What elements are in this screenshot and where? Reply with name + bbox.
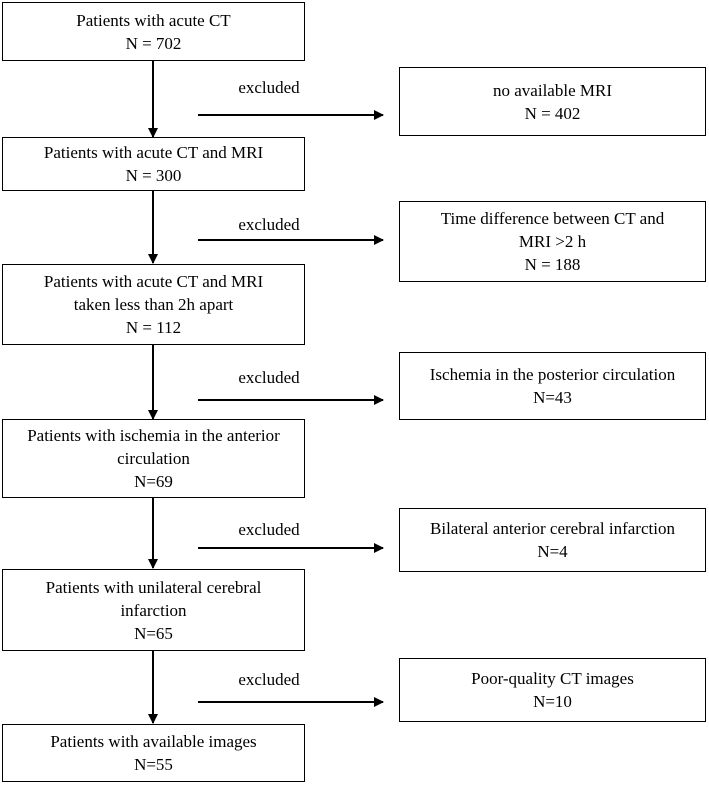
main-box-6: Patients with available images N=55 xyxy=(2,724,305,782)
main-box-6-line-1: Patients with available images xyxy=(50,732,257,751)
exclusion-box-2-line-2: MRI >2 h xyxy=(518,232,587,251)
main-box-1: Patients with acute CT N = 702 xyxy=(2,2,305,61)
main-box-4-line-3: N=69 xyxy=(134,472,173,491)
excluded-label-3: excluded xyxy=(238,368,300,387)
exclusion-box-1-line-1: no available MRI xyxy=(493,80,612,100)
main-box-3-line-1: Patients with acute CT and MRI xyxy=(43,272,264,291)
main-box-4: Patients with ischemia in the anterior c… xyxy=(2,419,305,498)
main-box-3: Patients with acute CT and MRI taken les… xyxy=(2,264,305,345)
main-box-2: Patients with acute CT and MRI N = 300 xyxy=(2,137,305,191)
excluded-label-1: excluded xyxy=(238,78,300,97)
exclusion-box-2-line-3: N = 188 xyxy=(524,255,581,274)
exclusion-box-4-line-2: N=4 xyxy=(537,542,568,561)
main-box-5: Patients with unilateral cerebral infarc… xyxy=(2,569,305,651)
exclusion-box-5-line-1: Poor-quality CT images xyxy=(471,669,634,688)
exclusion-box-3: Ischemia in the posterior circulation N=… xyxy=(399,352,706,420)
main-box-5-line-1: Patients with unilateral cerebral xyxy=(45,577,262,597)
main-box-1-line-1: Patients with acute CT xyxy=(76,10,231,30)
excluded-label-2: excluded xyxy=(238,215,300,234)
main-box-5-line-3: N=65 xyxy=(134,623,173,643)
main-box-3-line-2: taken less than 2h apart xyxy=(73,295,234,314)
exclusion-box-3-line-2: N=43 xyxy=(533,388,572,407)
main-box-6-line-2: N=55 xyxy=(134,755,173,774)
exclusion-box-1-line-2: N = 402 xyxy=(524,103,581,123)
exclusion-box-4: Bilateral anterior cerebral infarction N… xyxy=(399,508,706,572)
main-box-4-line-2: circulation xyxy=(117,449,190,468)
main-box-4-line-1: Patients with ischemia in the anterior xyxy=(27,426,280,445)
exclusion-box-1: no available MRI N = 402 xyxy=(399,67,706,136)
exclusion-box-3-line-1: Ischemia in the posterior circulation xyxy=(429,365,676,384)
main-box-5-line-2: infarction xyxy=(120,600,187,620)
main-box-2-line-2: N = 300 xyxy=(125,166,182,185)
main-box-2-line-1: Patients with acute CT and MRI xyxy=(43,143,264,162)
excluded-label-4: excluded xyxy=(238,520,300,539)
main-box-1-line-2: N = 702 xyxy=(125,33,182,53)
excluded-label-5: excluded xyxy=(238,670,300,689)
main-box-3-line-3: N = 112 xyxy=(125,318,182,337)
exclusion-box-2-line-1: Time difference between CT and xyxy=(440,209,665,228)
exclusion-box-5: Poor-quality CT images N=10 xyxy=(399,658,706,722)
exclusion-box-4-line-1: Bilateral anterior cerebral infarction xyxy=(430,519,675,538)
exclusion-box-5-line-2: N=10 xyxy=(533,692,572,711)
exclusion-box-2: Time difference between CT and MRI >2 h … xyxy=(399,201,706,282)
